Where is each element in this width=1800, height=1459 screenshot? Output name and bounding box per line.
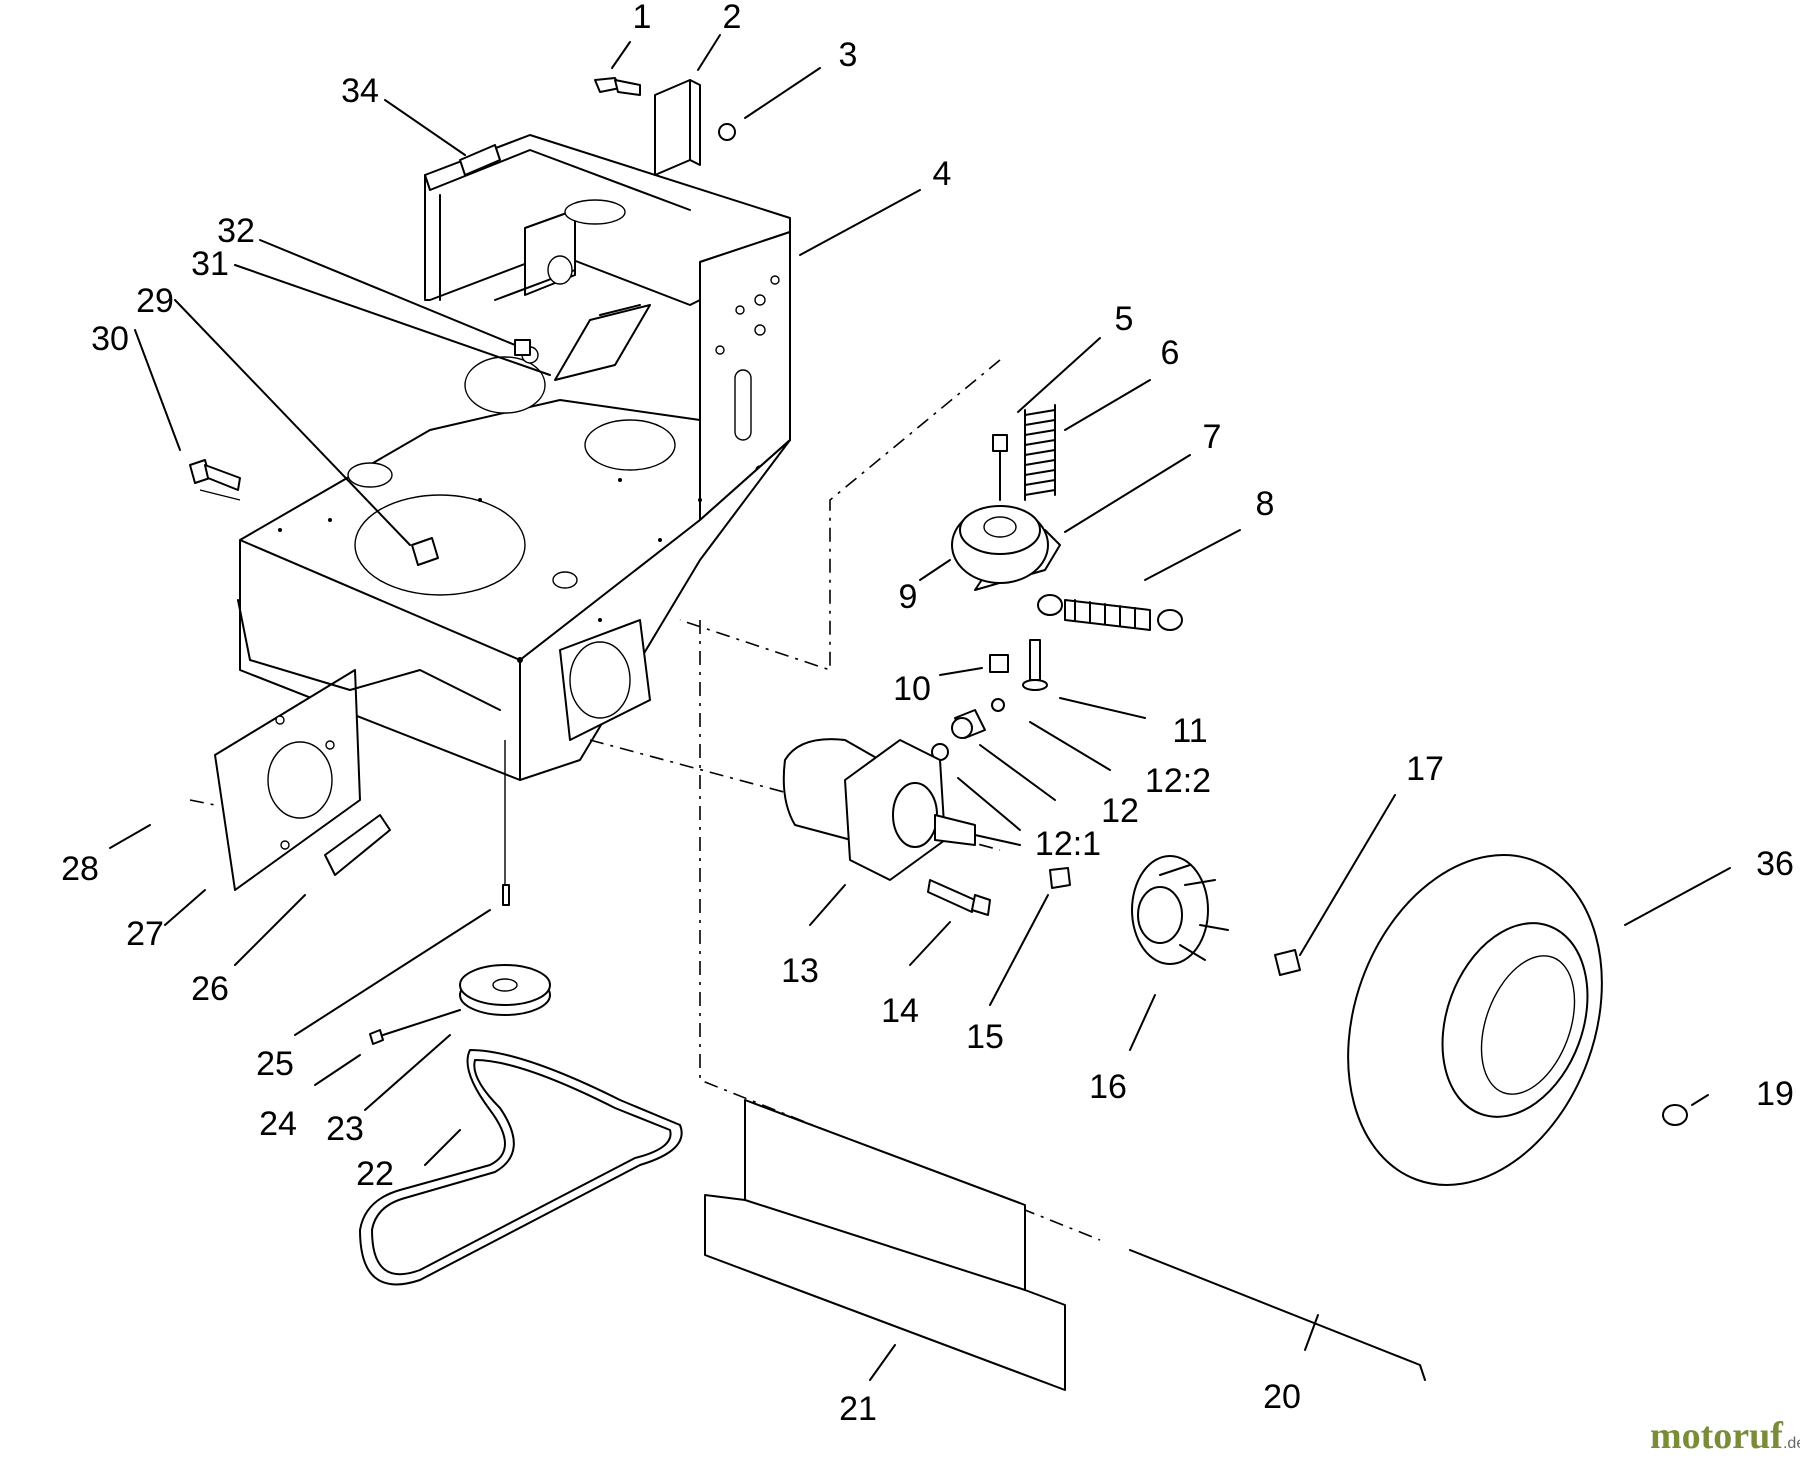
callout-26: 26 xyxy=(191,970,229,1008)
nut-32 xyxy=(514,339,531,356)
svg-text:motoruf.de: motoruf.de xyxy=(1650,1415,1800,1457)
valve-cap-19 xyxy=(1662,1104,1688,1126)
watermark-suffix: .de xyxy=(1783,1435,1800,1452)
tire-36 xyxy=(1347,854,1603,1186)
callout-29: 29 xyxy=(136,282,174,320)
fitting-12 xyxy=(931,698,1005,761)
callout-16: 16 xyxy=(1089,1068,1127,1106)
bracket-2 xyxy=(654,79,701,176)
callout-4: 4 xyxy=(933,155,952,193)
callout-27: 27 xyxy=(126,915,164,953)
callout-11: 11 xyxy=(1172,712,1207,750)
callout-2: 2 xyxy=(723,0,742,36)
rod-20 xyxy=(1129,1249,1426,1381)
callout-21: 21 xyxy=(839,1390,877,1428)
shoulder-bolt-11 xyxy=(1022,639,1048,691)
drive-belt-22 xyxy=(359,1049,683,1286)
callout-15: 15 xyxy=(966,1018,1004,1056)
pulley-23 xyxy=(459,964,551,1016)
bolt-5 xyxy=(992,434,1008,501)
callout-3: 3 xyxy=(839,36,858,74)
screw-24 xyxy=(369,1009,461,1045)
callout-31: 31 xyxy=(191,245,229,283)
callout-24: 24 xyxy=(259,1105,297,1143)
centerline-27 xyxy=(189,799,216,806)
callout-14: 14 xyxy=(881,992,919,1030)
callout-5: 5 xyxy=(1115,300,1134,338)
nut-10 xyxy=(989,654,1009,673)
callout-12: 12 xyxy=(1101,792,1139,830)
callout-23: 23 xyxy=(326,1110,364,1148)
watermark-logo: motoruf.de xyxy=(1650,1415,1800,1457)
frame-rail xyxy=(237,599,501,711)
callout-34: 34 xyxy=(341,72,379,110)
wheel-hub-16 xyxy=(1131,855,1229,965)
callout-1: 1 xyxy=(633,0,652,36)
key-25 xyxy=(502,884,510,906)
callout-labels: 1 2 3 4 5 6 7 8 9 10 11 12:2 12 12:1 13 … xyxy=(61,0,1794,1428)
callout-22: 22 xyxy=(356,1155,394,1193)
callout-8: 8 xyxy=(1256,485,1275,523)
bolt-14 xyxy=(927,879,991,916)
callout-28: 28 xyxy=(61,850,99,888)
watermark-brand: motoruf xyxy=(1650,1415,1784,1457)
callout-12-2: 12:2 xyxy=(1145,762,1211,800)
callout-6: 6 xyxy=(1161,334,1180,372)
bolt-axis xyxy=(199,489,241,501)
shield-21 xyxy=(704,1099,1066,1391)
mounting-plate xyxy=(214,669,361,891)
callout-12-1: 12:1 xyxy=(1035,825,1101,863)
callout-17: 17 xyxy=(1406,750,1444,788)
leader-lines xyxy=(109,34,1731,1381)
callout-19: 19 xyxy=(1756,1075,1794,1113)
lug-nut-17 xyxy=(1274,949,1301,976)
callout-25: 25 xyxy=(256,1045,294,1083)
plate-bracket xyxy=(324,814,391,876)
extension-spring-8 xyxy=(1037,594,1183,631)
bolt-30 xyxy=(189,459,241,491)
callout-30: 30 xyxy=(91,320,129,358)
centerline-idler xyxy=(679,359,1001,672)
wheel-motor-13 xyxy=(782,738,1021,881)
bolt-29 xyxy=(411,537,439,566)
callout-7: 7 xyxy=(1203,418,1222,456)
nut-3 xyxy=(718,123,736,141)
key-15 xyxy=(1049,867,1071,889)
callout-36: 36 xyxy=(1756,845,1794,883)
frame-assembly xyxy=(239,134,791,781)
label-34 xyxy=(459,144,501,176)
callout-10: 10 xyxy=(893,670,931,708)
callout-20: 20 xyxy=(1263,1378,1301,1416)
spring-6 xyxy=(1024,404,1056,501)
callout-13: 13 xyxy=(781,952,819,990)
callout-9: 9 xyxy=(899,578,918,616)
bolt-1 xyxy=(594,77,641,96)
callout-32: 32 xyxy=(217,212,255,250)
idler-pulley-9 xyxy=(951,505,1049,584)
